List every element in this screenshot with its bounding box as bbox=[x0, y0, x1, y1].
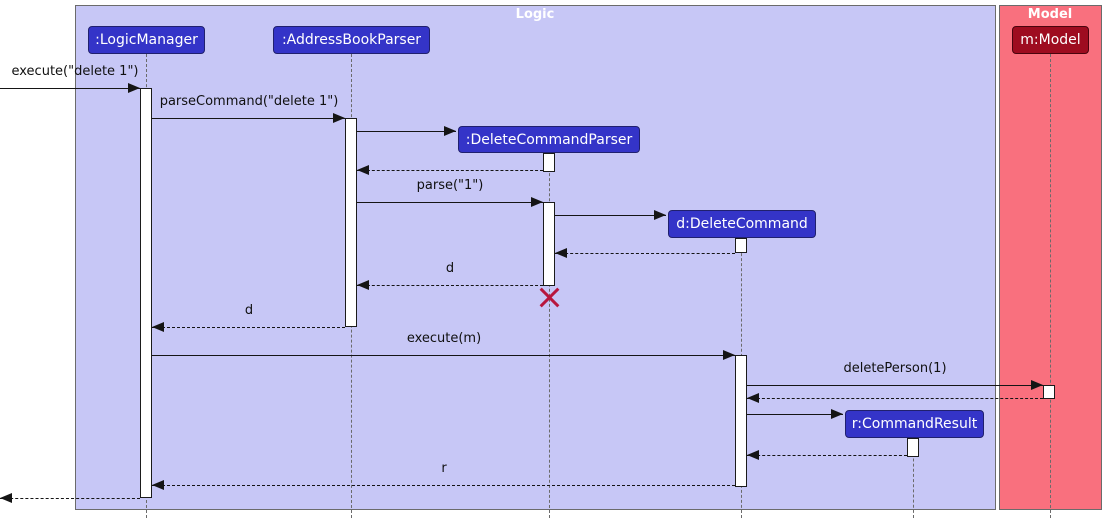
activation-delete-command-execute bbox=[735, 355, 747, 487]
return-create-command-line bbox=[555, 253, 735, 254]
arrowhead-left-icon bbox=[152, 322, 164, 332]
return-from-model-line bbox=[747, 398, 1043, 399]
participant-logic-manager: :LogicManager bbox=[88, 26, 205, 54]
frame-title-logic: Logic bbox=[515, 7, 555, 22]
activation-delete-command-parser-parse bbox=[543, 202, 555, 286]
destroy-x-icon bbox=[538, 286, 560, 308]
arrowhead-right-icon bbox=[531, 197, 543, 207]
message-execute-m-line bbox=[152, 355, 735, 356]
activation-model bbox=[1043, 385, 1055, 399]
activation-logic-manager bbox=[140, 88, 152, 498]
return-d-to-address-book-parser-label: d bbox=[445, 261, 455, 276]
arrowhead-right-icon bbox=[1031, 380, 1043, 390]
arrowhead-right-icon bbox=[333, 113, 345, 123]
activation-command-result bbox=[907, 438, 919, 457]
message-parse-command-line bbox=[152, 118, 345, 119]
frame-title-model: Model bbox=[1027, 7, 1073, 22]
arrowhead-left-icon bbox=[357, 280, 369, 290]
return-create-parser-line bbox=[357, 170, 543, 171]
return-d-to-logic-manager-label: d bbox=[244, 303, 254, 318]
participant-address-book-parser: :AddressBookParser bbox=[273, 26, 430, 54]
return-d-to-logic-manager-line bbox=[152, 327, 345, 328]
participant-model: m:Model bbox=[1012, 26, 1089, 54]
message-execute-delete-label: execute("delete 1") bbox=[11, 64, 139, 79]
message-execute-m-label: execute(m) bbox=[406, 331, 482, 346]
arrowhead-right-icon bbox=[654, 210, 666, 220]
participant-delete-command-parser: :DeleteCommandParser bbox=[458, 126, 640, 153]
activation-delete-command-create bbox=[735, 238, 747, 253]
arrowhead-right-icon bbox=[723, 350, 735, 360]
arrowhead-left-icon bbox=[0, 493, 12, 503]
lifeline-model bbox=[1050, 54, 1051, 518]
arrowhead-left-icon bbox=[747, 450, 759, 460]
arrowhead-left-icon bbox=[555, 248, 567, 258]
return-final-line bbox=[0, 498, 140, 499]
arrowhead-left-icon bbox=[357, 165, 369, 175]
arrowhead-right-icon bbox=[831, 409, 843, 419]
message-create-command-result-line bbox=[747, 414, 843, 415]
lifeline-delete-command-parser bbox=[549, 153, 550, 518]
arrowhead-right-icon bbox=[444, 126, 456, 136]
arrowhead-left-icon bbox=[152, 480, 164, 490]
lifeline-command-result bbox=[913, 438, 914, 518]
message-parse-label: parse("1") bbox=[416, 178, 484, 193]
activation-delete-command-parser-create bbox=[543, 153, 555, 172]
arrowhead-right-icon bbox=[128, 83, 140, 93]
message-create-delete-command-parser-line bbox=[357, 131, 456, 132]
return-d-to-address-book-parser-line bbox=[357, 285, 543, 286]
return-r-line bbox=[152, 485, 735, 486]
message-delete-person-label: deletePerson(1) bbox=[843, 361, 947, 376]
return-r-label: r bbox=[441, 461, 447, 476]
return-create-command-result-line bbox=[747, 455, 907, 456]
arrowhead-left-icon bbox=[747, 393, 759, 403]
message-parse-command-label: parseCommand("delete 1") bbox=[159, 94, 339, 109]
participant-delete-command: d:DeleteCommand bbox=[668, 210, 816, 238]
message-create-delete-command-line bbox=[555, 215, 666, 216]
activation-address-book-parser bbox=[345, 118, 357, 327]
message-execute-delete-line bbox=[0, 88, 140, 89]
message-parse-line bbox=[357, 202, 543, 203]
message-delete-person-line bbox=[747, 385, 1043, 386]
frame-logic bbox=[75, 5, 996, 510]
participant-command-result: r:CommandResult bbox=[845, 410, 984, 438]
